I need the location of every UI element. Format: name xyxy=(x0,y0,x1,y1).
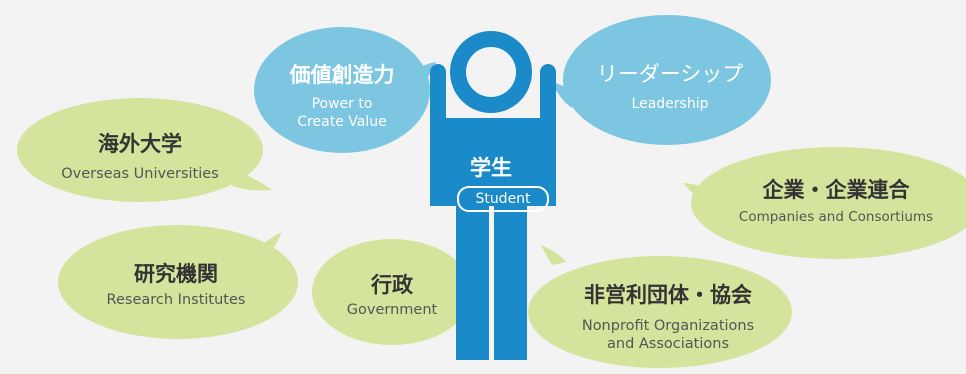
student-figure xyxy=(430,31,556,360)
student-jp-label: 学生 xyxy=(470,156,512,180)
research-jp-label: 研究機関 xyxy=(134,262,218,286)
research-en-label: Research Institutes xyxy=(106,292,246,308)
nonprofit-jp-label: 非営利団体・協会 xyxy=(584,283,752,307)
creativity-jp-label: 価値創造力 xyxy=(289,63,395,87)
creativity-bubble xyxy=(254,27,436,153)
overseas-en-label: Overseas Universities xyxy=(61,166,219,182)
leadership-jp-label: リーダーシップ xyxy=(596,62,744,86)
government-jp-label: 行政 xyxy=(371,273,413,297)
creativity-en-line2: Create Value xyxy=(297,114,387,130)
overseas-jp-label: 海外大学 xyxy=(98,132,182,156)
leadership-en-label: Leadership xyxy=(631,96,709,112)
overseas-bubble xyxy=(17,98,272,202)
nonprofit-en-line2: and Associations xyxy=(606,336,730,352)
nonprofit-en-line1: Nonprofit Organizations xyxy=(581,318,755,334)
creativity-en-line1: Power to xyxy=(311,96,373,112)
research-bubble xyxy=(58,225,298,339)
companies-en-label: Companies and Consortiums xyxy=(738,209,934,225)
nonprofit-bubble xyxy=(528,245,792,368)
government-en-label: Government xyxy=(346,302,438,318)
leadership-bubble xyxy=(552,15,771,145)
student-en-label: Student xyxy=(475,191,531,207)
companies-bubble xyxy=(683,147,966,259)
student-label-outline xyxy=(457,186,549,212)
companies-jp-label: 企業・企業連合 xyxy=(762,178,910,202)
